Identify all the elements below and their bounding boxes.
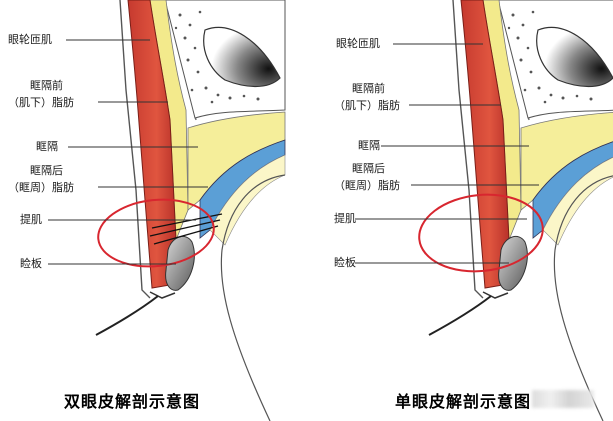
leader-lines [355, 43, 539, 264]
left-label-septum: 眶隔 [36, 140, 58, 153]
leader-lines [48, 39, 208, 265]
left-label-tarsus: 睑板 [20, 257, 42, 270]
left-label-levator: 提肌 [20, 213, 42, 226]
watermark-blur [532, 390, 594, 408]
right-label-preseptal-2: （肌下）脂肪 [334, 99, 400, 112]
left-label-postseptal-2: （眶周）脂肪 [8, 181, 74, 194]
highlight-circle [418, 193, 544, 273]
left-diagram-double-eyelid [48, 0, 286, 421]
right-caption: 单眼皮解剖示意图 [395, 392, 532, 411]
left-label-postseptal-1: 眶隔后 [30, 164, 63, 177]
left-label-preseptal-2: （肌下）脂肪 [8, 96, 74, 109]
right-label-levator: 提肌 [334, 212, 356, 225]
right-label-septum: 眶隔 [358, 139, 380, 152]
right-label-tarsus: 睑板 [334, 256, 356, 269]
left-label-orbicularis: 眼轮匝肌 [8, 33, 52, 46]
right-label-postseptal-1: 眶隔后 [352, 162, 385, 175]
left-label-preseptal-1: 眶隔前 [30, 79, 63, 92]
left-caption: 双眼皮解剖示意图 [64, 392, 201, 411]
highlight-circle [97, 198, 215, 268]
right-label-postseptal-2: （眶周）脂肪 [334, 179, 400, 192]
right-diagram-single-eyelid [355, 0, 613, 421]
right-label-orbicularis: 眼轮匝肌 [336, 37, 380, 50]
right-label-preseptal-1: 眶隔前 [352, 82, 385, 95]
